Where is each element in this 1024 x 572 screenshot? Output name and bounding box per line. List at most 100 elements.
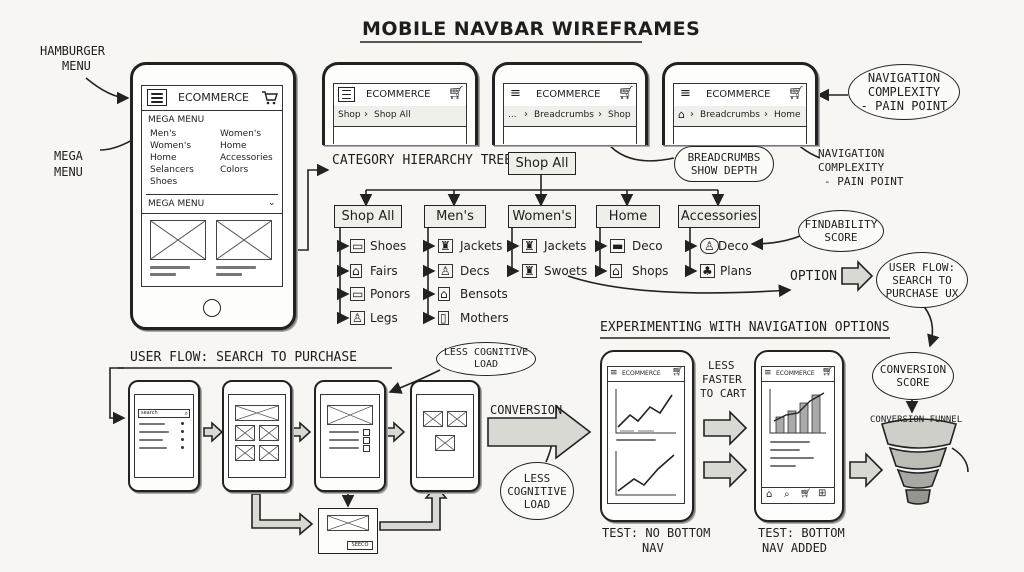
tree-category[interactable]: Men's	[424, 205, 486, 228]
conversion-label: CONVERSION	[490, 403, 563, 417]
sweater-icon: ♜	[522, 264, 537, 278]
image-placeholder	[150, 220, 206, 260]
tree-item[interactable]: Bensots	[460, 287, 508, 301]
mega-col1-item[interactable]: Women's	[150, 141, 192, 151]
nav-complexity-text-mid-2: COMPLEXITY	[818, 161, 885, 174]
divider	[142, 213, 282, 214]
tree-item[interactable]: Deco	[718, 239, 749, 253]
top-phone-1: ECOMMERCE 🛒︎ Shop › Shop All	[322, 62, 478, 145]
mega-col2-item[interactable]: Colors	[220, 165, 249, 175]
jacket-icon: ♜	[522, 239, 537, 253]
tree-category[interactable]: Women's	[508, 205, 576, 228]
cart-icon[interactable]: 🛒︎	[448, 86, 465, 101]
menu-icon[interactable]: ≡	[680, 86, 691, 101]
divider	[146, 194, 278, 195]
brand-name: ECOMMERCE	[622, 370, 661, 377]
main-phone-screen: ECOMMERCE MEGA MENU Men's Women's Home S…	[141, 85, 283, 287]
top-phone-2-screen: ≡ ECOMMERCE 🛒︎ ... › Breadcrumbs › Shop	[503, 83, 637, 144]
brand-name: ECOMMERCE	[178, 91, 249, 104]
bar-chart-icon	[769, 389, 826, 434]
flow-phone-2	[222, 380, 292, 492]
search-placeholder: search	[141, 410, 158, 416]
home-icon[interactable]: ⌂	[766, 489, 773, 500]
nav-complexity-text-mid-1: NAVIGATION	[818, 147, 885, 160]
tree-category[interactable]: Home	[596, 205, 660, 228]
breadcrumb-item[interactable]: Breadcrumbs	[534, 110, 594, 120]
tree-root[interactable]: Shop All	[508, 152, 576, 175]
menu-icon[interactable]: ≡	[764, 368, 772, 378]
shoe-icon: ▭	[350, 287, 366, 301]
tree-item[interactable]: Deco	[632, 239, 663, 253]
hamburger-icon[interactable]	[147, 89, 167, 106]
hamburger-icon[interactable]	[338, 87, 355, 102]
checkout-button[interactable]: SEECO	[347, 541, 373, 550]
conversion-funnel-label: CONVERSION FUNNEL	[870, 415, 963, 425]
user-flow-title: USER FLOW: SEARCH TO PURCHASE	[130, 350, 357, 365]
brand-name: ECOMMERCE	[366, 89, 431, 100]
cart-icon[interactable]: 🛒︎	[788, 86, 805, 101]
cart-icon[interactable]	[262, 91, 278, 105]
mega-col1-item[interactable]: Home	[150, 153, 177, 163]
less-faster-label-2: FASTER	[702, 373, 742, 386]
tree-category[interactable]: Shop All	[334, 205, 402, 228]
tree-item[interactable]: Legs	[370, 311, 398, 325]
breadcrumb-item[interactable]: Shop	[338, 110, 361, 120]
tree-item[interactable]: Shops	[632, 264, 669, 278]
menu-icon[interactable]: ≡	[510, 86, 521, 101]
flow-phone-1: search ⌕	[128, 380, 200, 492]
jacket-icon: ♜	[438, 239, 453, 253]
tree-category[interactable]: Accessories	[678, 205, 760, 228]
breadcrumb-item[interactable]: Shop	[608, 110, 631, 120]
nav-complexity-text-mid-3: - PAIN POINT	[824, 175, 904, 188]
tree-item[interactable]: Swoets	[544, 264, 588, 278]
cart-icon[interactable]: 🛒︎	[800, 489, 812, 499]
search-input[interactable]: search ⌕	[138, 409, 190, 418]
search-icon[interactable]: ⌕	[784, 489, 790, 500]
mega-col1-item[interactable]: Selancers	[150, 165, 194, 175]
home-icon: ⌂	[610, 264, 622, 278]
breadcrumb-item[interactable]: Breadcrumbs	[700, 110, 760, 120]
mega-col2-item[interactable]: Home	[220, 141, 247, 151]
mega-col2-item[interactable]: Accessories	[220, 153, 273, 163]
chevron-right-icon: ›	[364, 109, 368, 120]
tree-item[interactable]: Shoes	[370, 239, 407, 253]
tree-item[interactable]: Decs	[460, 264, 490, 278]
mega-menu-header[interactable]: MEGA MENU	[148, 115, 205, 125]
tree-item[interactable]: Jackets	[544, 239, 587, 253]
breadcrumb: ... › Breadcrumbs › Shop	[504, 106, 636, 127]
home-button[interactable]	[203, 299, 221, 317]
less-faster-label-3: TO CART	[700, 387, 747, 400]
chevron-right-icon: ›	[690, 109, 694, 120]
bottom-nav: ⌂ ⌕ 🛒︎ ⊞	[762, 487, 834, 503]
breadcrumb-item[interactable]: ...	[508, 110, 517, 120]
image-placeholder	[216, 220, 272, 260]
menu-icon[interactable]: ≡	[610, 368, 618, 378]
breadcrumb-item[interactable]: Home	[774, 110, 801, 120]
mega-menu-footer[interactable]: MEGA MENU	[148, 199, 205, 209]
shirt-icon: ♙	[438, 264, 453, 278]
mega-col2-item[interactable]: Women's	[220, 129, 262, 139]
tree-item[interactable]: Ponors	[370, 287, 411, 301]
tree-item[interactable]: Jackets	[460, 239, 503, 253]
mega-col1-item[interactable]: Men's	[150, 129, 177, 139]
mega-menu-label-2: MENU	[54, 165, 83, 179]
shoe-icon: ▭	[350, 239, 366, 253]
home-icon[interactable]: ⌂	[678, 108, 685, 121]
chevron-down-icon[interactable]: ⌄	[268, 198, 276, 208]
cart-icon[interactable]: 🛒︎	[822, 367, 834, 377]
tree-item[interactable]: Plans	[720, 264, 752, 278]
grid-icon[interactable]: ⊞	[818, 488, 827, 499]
mega-col1-item[interactable]: Shoes	[150, 177, 178, 187]
tree-item[interactable]: Mothers	[460, 311, 509, 325]
test-no-nav-label-2: NAV	[642, 541, 664, 555]
chevron-right-icon: ›	[524, 109, 528, 120]
cart-icon[interactable]: 🛒︎	[672, 367, 684, 377]
tree-item[interactable]: Fairs	[370, 264, 398, 278]
cart-icon[interactable]: 🛒︎	[618, 86, 635, 101]
breadcrumb-item[interactable]: Shop All	[374, 110, 411, 120]
main-phone: ECOMMERCE MEGA MENU Men's Women's Home S…	[130, 62, 296, 330]
